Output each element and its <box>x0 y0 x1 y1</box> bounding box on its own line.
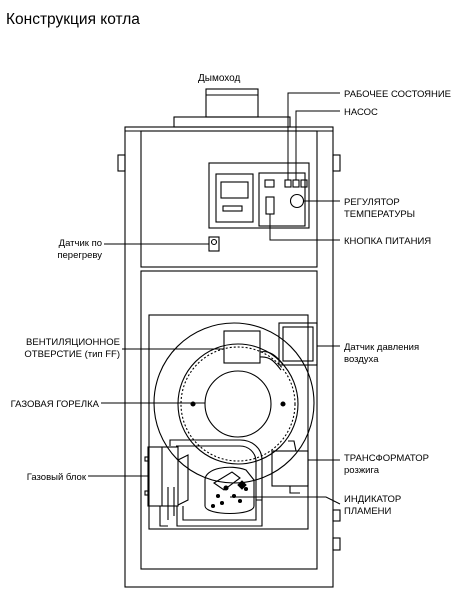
pump-label: НАСОС <box>344 107 378 118</box>
vent-label-2: ОТВЕРСТИЕ (тип FF) <box>24 349 120 360</box>
leader-lines <box>88 92 341 505</box>
transformer-label-1: ТРАНСФОРМАТОР <box>344 453 429 464</box>
diagram-title: Конструкция котла <box>6 11 140 28</box>
operating-state-led <box>284 179 292 188</box>
gas-burner-label: ГАЗОВАЯ ГОРЕЛКА <box>11 399 100 410</box>
overheat-sensor-label-1: Датчик по <box>59 238 102 249</box>
vent-label-1: ВЕНТИЛЯЦИОННОЕ <box>26 337 120 348</box>
flue-label: Дымоход <box>198 73 241 84</box>
transformer-label-2: розжига <box>344 465 380 476</box>
overheat-sensor-label-2: перегреву <box>57 250 102 261</box>
boiler-body <box>117 88 341 588</box>
air-pressure-label-1: Датчик давления <box>344 342 419 353</box>
power-button-label: КНОПКА ПИТАНИЯ <box>344 236 431 247</box>
ventilation-opening <box>223 330 261 364</box>
control-box <box>208 162 310 229</box>
upper-panel <box>140 130 318 268</box>
control-face <box>258 172 306 227</box>
flue-collar <box>173 116 291 128</box>
flame-indicator-label-1: ИНДИКАТОР <box>344 494 401 505</box>
pump-led <box>292 179 300 188</box>
temp-regulator-label-1: РЕГУЛЯТОР <box>344 197 400 208</box>
operating-state-label: РАБОЧЕЕ СОСТОЯНИЕ <box>344 89 451 100</box>
burner-core <box>204 370 272 438</box>
air-pressure-sensor <box>278 322 318 366</box>
power-switch <box>265 196 275 215</box>
display-window <box>215 173 254 223</box>
flame-head <box>204 466 255 514</box>
temperature-knob <box>289 193 305 209</box>
flue-pipe <box>205 88 259 118</box>
ignition-transformer <box>271 450 309 487</box>
flame-indicator-label-2: ПЛАМЕНИ <box>344 506 392 517</box>
gas-block-label: Газовый блок <box>27 472 87 483</box>
outer-casing <box>124 126 334 588</box>
air-pressure-label-2: воздуха <box>344 354 379 365</box>
combustion-chamber <box>140 270 318 570</box>
temp-regulator-label-2: ТЕМПЕРАТУРЫ <box>344 209 415 220</box>
